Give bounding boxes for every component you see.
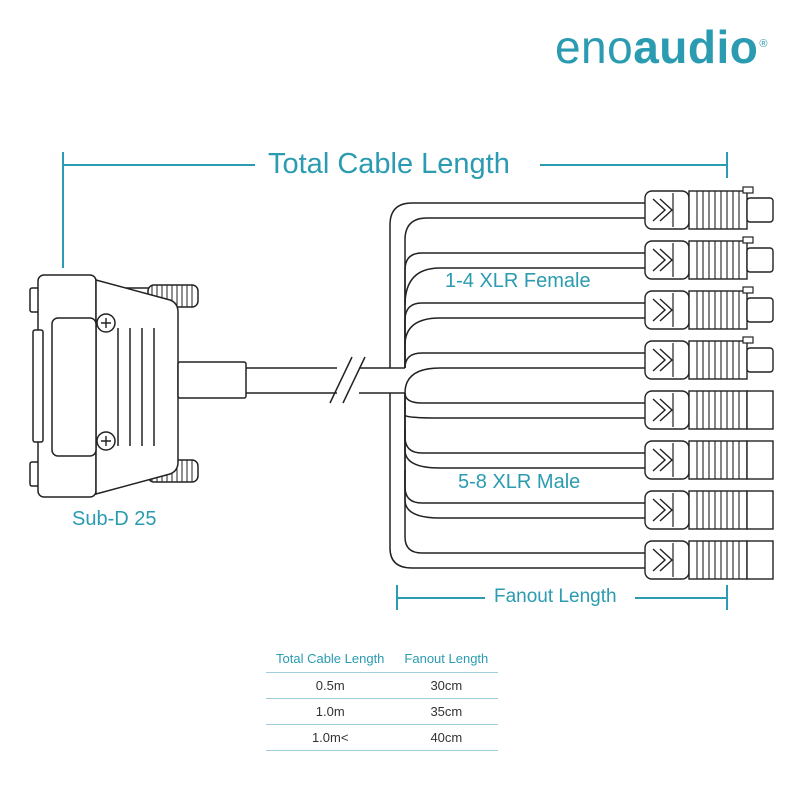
xlr-male-5 [644, 390, 774, 430]
subd25-connector [29, 274, 247, 498]
fanout-cables [389, 202, 645, 569]
column-header-total-length: Total Cable Length [266, 645, 395, 673]
table-cell: 1.0m< [266, 724, 395, 751]
subd-connector-label: Sub-D 25 [72, 508, 157, 530]
table-row: 1.0m< 40cm [266, 724, 499, 751]
xlr-female-1 [644, 186, 774, 230]
total-cable-length-label: Total Cable Length [260, 148, 518, 181]
xlr-male-7 [644, 490, 774, 530]
fanout-length-dimension [396, 585, 728, 610]
xlr-female-3 [644, 286, 774, 330]
table-row: 0.5m 30cm [266, 672, 499, 699]
fanout-length-label: Fanout Length [488, 586, 623, 608]
xlr-male-label: 5-8 XLR Male [458, 471, 581, 493]
length-spec-table: Total Cable Length Fanout Length 0.5m 30… [266, 645, 499, 751]
xlr-male-6 [644, 440, 774, 480]
table-header-row: Total Cable Length Fanout Length [266, 645, 499, 673]
table-cell: 1.0m [266, 698, 395, 725]
table-cell: 35cm [394, 698, 499, 725]
main-cable [246, 356, 405, 404]
xlr-female-2 [644, 236, 774, 280]
table-cell: 40cm [394, 724, 499, 751]
xlr-female-label: 1-4 XLR Female [445, 270, 591, 292]
table-cell: 30cm [394, 672, 499, 699]
table-cell: 0.5m [266, 672, 395, 699]
table-row: 1.0m 35cm [266, 698, 499, 725]
brand-logo: enoaudio® [554, 21, 768, 73]
column-header-fanout-length: Fanout Length [394, 645, 499, 673]
total-length-dimension [62, 152, 728, 268]
xlr-female-4 [644, 336, 774, 380]
xlr-male-8 [644, 540, 774, 580]
